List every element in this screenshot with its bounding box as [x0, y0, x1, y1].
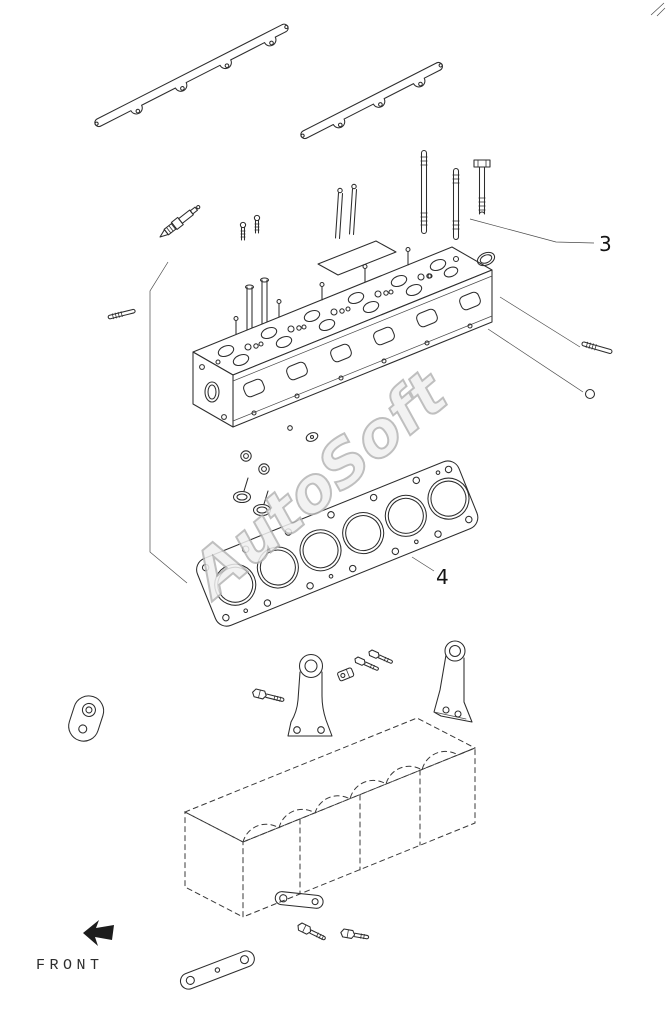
small-cap-bolt-1 [239, 221, 247, 241]
small-cap-bolt-2 [253, 214, 261, 234]
head-stud-1 [420, 149, 428, 235]
bottom-bolt-1 [297, 922, 326, 941]
engine-block-phantom [183, 717, 477, 918]
retainer-clip [337, 667, 355, 682]
cover-plate [317, 240, 397, 276]
check-ball [584, 388, 596, 400]
front-arrow-icon [83, 920, 114, 946]
dowel-pin-1 [334, 187, 344, 240]
bracket-bolt-2 [368, 649, 393, 664]
lifting-plate-left [68, 695, 105, 742]
glow-plug [159, 205, 201, 238]
rocker-studs [233, 246, 411, 335]
cylinder-head [192, 246, 496, 428]
dowel-pin-2 [348, 183, 358, 236]
gasket-strip-right [300, 61, 443, 140]
lifting-bracket-center [287, 653, 333, 737]
eye-plate [274, 891, 324, 909]
valve-seals [232, 425, 319, 517]
side-stud-right [581, 341, 613, 354]
side-stud-left [107, 308, 136, 320]
gasket-strip-left [94, 23, 289, 128]
head-bolt [473, 159, 491, 215]
callout-4-label[interactable]: 4 [436, 565, 449, 589]
front-label: FRONT [36, 957, 104, 974]
callout-leader-lines [149, 218, 595, 584]
bottom-strap-bracket [179, 950, 255, 990]
bracket-bolt-left [252, 688, 285, 702]
corner-mark [650, 2, 666, 17]
callout-3-label[interactable]: 3 [599, 232, 612, 256]
head-gasket [196, 460, 479, 627]
freeze-plug [476, 251, 496, 267]
bottom-bolt-2 [340, 928, 370, 940]
lifting-bracket-right [433, 640, 473, 723]
head-stud-2 [452, 167, 460, 241]
bracket-bolt-1 [354, 656, 379, 671]
